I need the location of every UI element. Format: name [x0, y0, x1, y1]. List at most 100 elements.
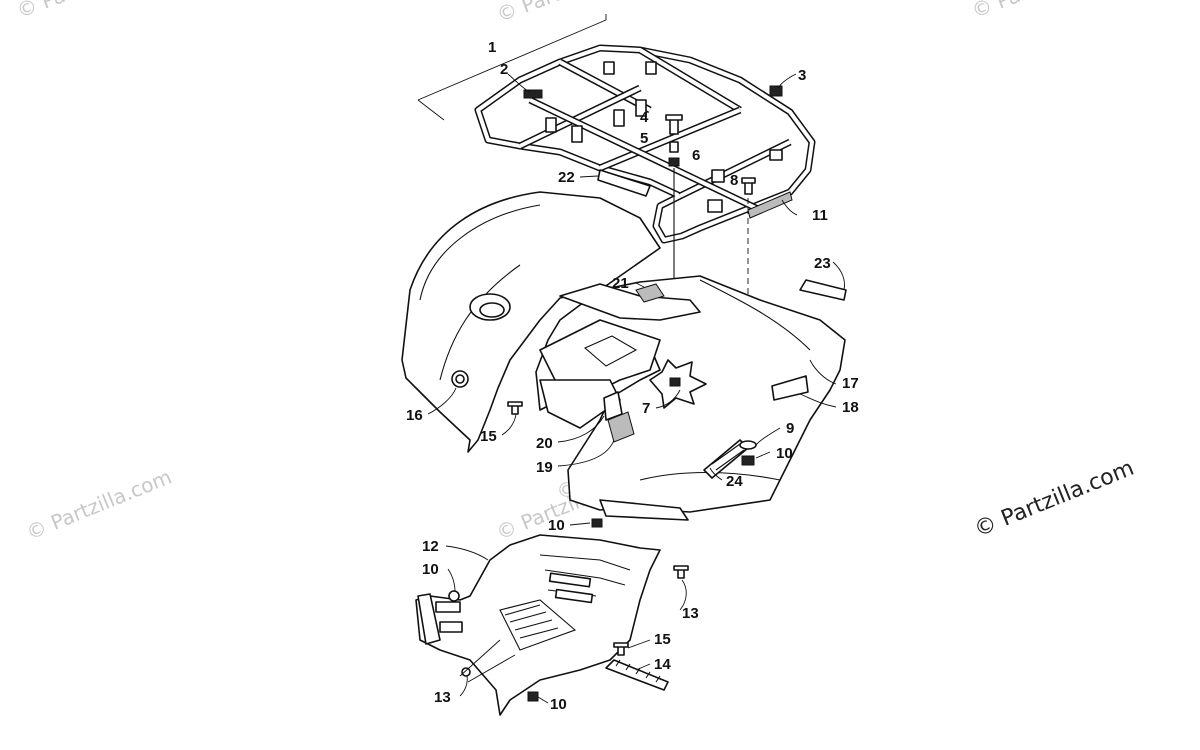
leader-22 — [579, 175, 599, 178]
nut-10-bottom — [527, 691, 539, 702]
leader-lines — [427, 73, 845, 704]
bolt-4-head — [665, 114, 683, 121]
callout-15: 15 — [480, 428, 497, 445]
footwell-slot — [439, 621, 463, 633]
leader-21 — [635, 282, 645, 288]
callout-16: 16 — [406, 407, 423, 424]
bracket-20 — [603, 391, 623, 421]
leader-18 — [799, 393, 837, 408]
callout-18: 18 — [842, 399, 859, 416]
nut-10 — [741, 455, 755, 466]
leader-20 — [557, 415, 605, 443]
nut-7 — [669, 377, 681, 387]
vent-slats — [711, 443, 745, 471]
fender-crease — [699, 279, 811, 351]
watermark-faint: © Partzilla.com — [14, 0, 167, 23]
callout-2: 2 — [500, 61, 508, 78]
callout-13: 13 — [434, 689, 451, 706]
footwell-body — [415, 534, 661, 716]
callout-12: 12 — [422, 538, 439, 555]
rear-shelf — [559, 283, 701, 321]
rack-tab — [645, 61, 657, 75]
spacer-5 — [669, 141, 679, 153]
cup-holder-inner — [479, 302, 505, 318]
decal-22 — [597, 169, 651, 197]
callout-20: 20 — [536, 435, 553, 452]
leader-10c — [447, 568, 456, 593]
decal-23 — [799, 279, 847, 301]
leader-10a — [755, 451, 771, 459]
watermark-main: © Partzilla.com — [971, 456, 1138, 543]
rack-outer-rail-inner — [476, 46, 814, 242]
footwell-slot — [435, 601, 461, 613]
callout-13: 13 — [682, 605, 699, 622]
footrest-14 — [605, 659, 669, 691]
rack-bracket — [417, 14, 607, 101]
rack-decal — [747, 191, 793, 219]
callout-1: 1 — [488, 39, 496, 56]
leader-9 — [755, 427, 781, 446]
leader-11 — [781, 199, 798, 216]
rear-rack — [417, 14, 816, 244]
watermark-faint: © Partzilla.com — [494, 0, 647, 27]
leader-2 — [507, 73, 531, 93]
mud-flap — [599, 499, 689, 521]
callout-5: 5 — [640, 130, 648, 147]
callout-24: 24 — [726, 473, 743, 490]
callout-10: 10 — [548, 517, 565, 534]
screw-13-left — [461, 667, 471, 677]
leader-13b — [459, 675, 468, 697]
screw-13-right-head — [673, 565, 689, 571]
watermark-faint: © Partzilla.com — [969, 0, 1122, 23]
rack-tab — [635, 99, 647, 117]
rack-tab — [545, 117, 557, 133]
nut-6 — [668, 157, 680, 167]
rack-tab — [769, 149, 783, 161]
footwell — [415, 518, 689, 716]
footrest-14-teeth — [615, 659, 661, 683]
leader-15a — [501, 413, 517, 436]
nut-10-left — [448, 590, 460, 602]
leader-3 — [777, 73, 797, 89]
storage-box-lid — [583, 335, 638, 367]
rear-fender — [401, 169, 847, 521]
callout-7: 7 — [642, 400, 650, 417]
rack-tab — [571, 125, 583, 143]
storage-box-side — [539, 379, 621, 429]
rack-tab — [711, 169, 725, 183]
callout-10: 10 — [776, 445, 793, 462]
callout-22: 22 — [558, 169, 575, 186]
callout-9: 9 — [786, 420, 794, 437]
callout-19: 19 — [536, 459, 553, 476]
leader-14 — [635, 663, 651, 671]
leader-24 — [709, 467, 723, 481]
callout-10: 10 — [422, 561, 439, 578]
screw-15-lower-head — [613, 642, 629, 648]
rack-tab — [707, 199, 723, 213]
washer-9 — [739, 440, 757, 450]
leader-12 — [445, 545, 489, 561]
leader-15b — [627, 639, 651, 649]
rack-cap — [769, 85, 783, 97]
rack-tab — [613, 109, 625, 127]
callout-labels: 1 2 3 4 5 6 8 11 22 23 21 17 18 7 16 15 … — [406, 39, 859, 713]
screw-15-head — [507, 401, 523, 407]
footwell-slot — [554, 588, 594, 604]
nut-10-top — [591, 518, 603, 528]
leader-10d — [537, 696, 549, 704]
leader-7 — [655, 389, 681, 409]
plug-16-inner — [455, 374, 465, 384]
fender-crease — [439, 264, 521, 381]
rack-tab — [603, 61, 615, 75]
rack-clip — [523, 89, 543, 99]
callout-11: 11 — [812, 207, 828, 224]
leader-13b-extra — [459, 639, 501, 677]
callout-15: 15 — [654, 631, 671, 648]
footrest-treads — [504, 604, 559, 639]
leader-23 — [832, 261, 845, 291]
callout-6: 6 — [692, 147, 700, 164]
leader-17 — [809, 359, 837, 385]
callout-3: 3 — [798, 67, 806, 84]
leader-10b — [569, 522, 591, 526]
